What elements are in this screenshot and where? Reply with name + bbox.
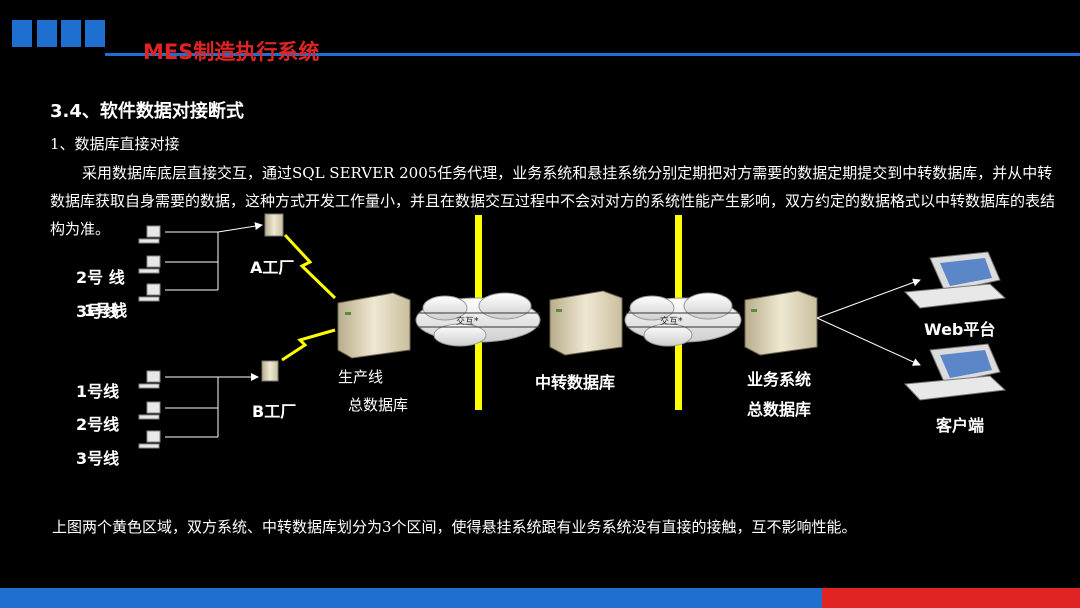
- description-paragraph: 采用数据库底层直接交互，通过SQL SERVER 2005任务代理，业务系统和悬…: [50, 164, 1056, 238]
- workstation-icon: [138, 225, 161, 449]
- lightning-link-b: [281, 328, 336, 362]
- footer-note: 上图两个黄色区域，双方系统、中转数据库划分为3个区间，使得悬挂系统跟有业务系统没…: [52, 518, 857, 536]
- factory-a-line-1-overlap-label: 1号线: [84, 301, 128, 320]
- arrow-to-web: [816, 278, 921, 319]
- footer-bar-blue: [0, 588, 822, 608]
- header-square-3: [61, 20, 81, 47]
- factory-b-line-2-label: 2号线: [76, 415, 120, 434]
- factory-b-line-1-label: 1号线: [76, 382, 120, 401]
- production-db-server-icon: [337, 292, 411, 359]
- factory-b-connectors: [165, 373, 259, 438]
- exchange-label-2: 交互*: [660, 317, 683, 327]
- exchange-cloud-2: [624, 292, 742, 347]
- header-square-1: [12, 20, 32, 47]
- production-db-label-2: 总数据库: [348, 396, 409, 414]
- factory-a-line-2-label: 2号 线: [76, 268, 125, 287]
- factory-b-label: B工厂: [252, 402, 297, 421]
- business-db-label-2: 总数据库: [747, 400, 812, 419]
- web-platform-computer-icon: [903, 251, 1007, 309]
- client-computer-icon: [903, 343, 1007, 401]
- factory-a-label: A工厂: [250, 258, 295, 277]
- factory-server-icon: [261, 213, 284, 382]
- header-rule: [105, 53, 1080, 56]
- header-square-2: [37, 20, 57, 47]
- factory-b-line-3-label: 3号线: [76, 449, 120, 468]
- production-db-label-1: 生产线: [338, 368, 384, 386]
- transfer-db-label: 中转数据库: [535, 373, 616, 392]
- exchange-label-1: 交互*: [456, 317, 479, 327]
- header-title: MES制造执行系统: [143, 40, 320, 64]
- transfer-db-server-icon: [549, 290, 623, 356]
- header-square-4: [85, 20, 105, 47]
- section-title: 3.4、软件数据对接断式: [50, 101, 244, 122]
- client-label: 客户端: [936, 416, 985, 435]
- web-platform-label: Web平台: [924, 320, 996, 339]
- factory-a-connectors: [165, 222, 263, 291]
- lightning-link-a: [283, 233, 337, 300]
- exchange-arrows: [418, 312, 740, 328]
- business-db-server-icon: [744, 290, 818, 356]
- factory-a-line-3-label: 3号线: [76, 302, 120, 321]
- business-db-label-1: 业务系统: [747, 370, 812, 389]
- footer-bar-red: [822, 588, 1080, 608]
- arrow-to-client: [816, 317, 921, 366]
- subheading: 1、数据库直接对接: [50, 135, 180, 153]
